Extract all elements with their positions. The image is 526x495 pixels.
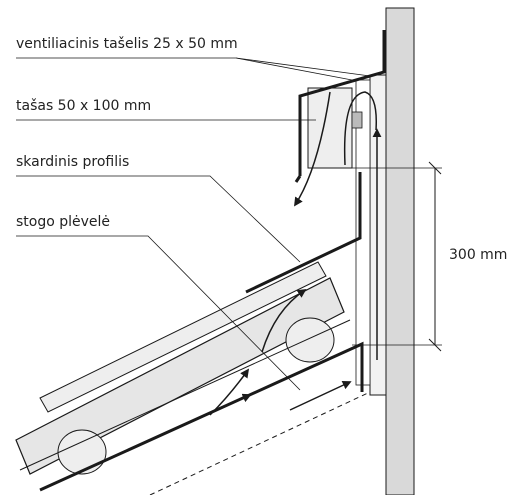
- lower-layer: [19, 319, 351, 471]
- dimension-tick-top: [428, 161, 442, 175]
- roof-board: [15, 277, 345, 475]
- dashed-layer: [149, 391, 371, 495]
- label-metal-profile: skardinis profilis: [16, 154, 130, 170]
- label-ventilation-batten: ventiliacinis tašelis 25 x 50 mm: [16, 36, 238, 52]
- dimension-tick-bottom: [428, 338, 442, 352]
- counter-batten: [39, 261, 327, 413]
- wall: [385, 7, 415, 495]
- insulation-roll-left: [57, 429, 107, 475]
- airflow-arrow: [209, 368, 250, 416]
- airflow-arrow: [289, 380, 352, 411]
- leader-ventilation-batten: [16, 57, 353, 81]
- flashing-hook: [294, 175, 302, 183]
- insulation-roll-right: [285, 317, 335, 363]
- leader-ventilation-batten-2: [235, 57, 371, 77]
- label-height-dimension: 300 mm: [449, 247, 508, 263]
- roof-membrane-line: [39, 341, 364, 492]
- label-roof-membrane: stogo plėvelė: [16, 214, 111, 230]
- label-beam: tašas 50 x 100 mm: [16, 98, 152, 114]
- airflow-arrow: [261, 289, 307, 353]
- ventilation-batten: [351, 111, 363, 129]
- airflow-arrow: [294, 91, 331, 207]
- leader-metal-profile: [16, 175, 301, 263]
- leader-roof-membrane: [16, 235, 301, 391]
- metal-flashing: [298, 30, 386, 176]
- metal-profile: [245, 172, 362, 294]
- airflow-arrow: [149, 393, 252, 441]
- airflow-arrow: [343, 91, 378, 166]
- wall-batten: [369, 74, 387, 396]
